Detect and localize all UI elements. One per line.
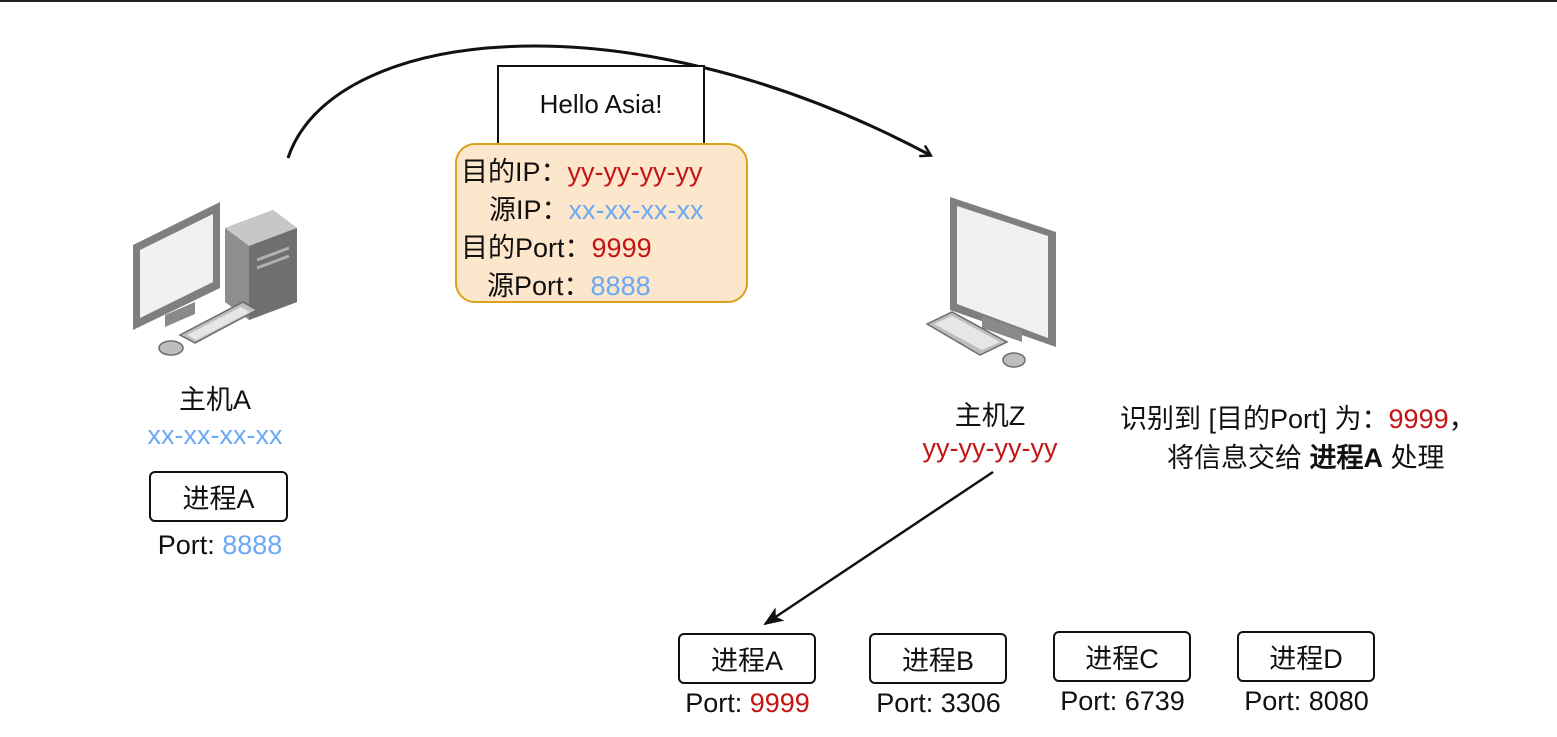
- process-a-name: 进程A: [710, 646, 783, 676]
- process-box-a: 进程A: [678, 633, 816, 684]
- process-box-b: 进程B: [869, 633, 1007, 684]
- src-port-label: 源Port：: [487, 271, 591, 301]
- process-b-port-label: Port:: [876, 688, 934, 718]
- process-d-port: Port: 8080: [1219, 686, 1394, 717]
- process-b-name: 进程B: [901, 646, 974, 676]
- process-d-name: 进程D: [1269, 644, 1343, 674]
- message-payload: Hello Asia!: [497, 65, 705, 150]
- src-port-row: 源Port：8888: [457, 267, 746, 305]
- host-a-ip: xx-xx-xx-xx: [147, 420, 283, 450]
- note-line1-prefix: 识别到 [目的Port] 为：: [1120, 404, 1389, 434]
- note-line1-value: 9999: [1388, 404, 1449, 434]
- host-z-ip: yy-yy-yy-yy: [922, 433, 1058, 463]
- host-a-port-value: 8888: [222, 530, 283, 560]
- process-a-port-label: Port:: [685, 688, 743, 718]
- dest-ip-value: yy-yy-yy-yy: [567, 157, 703, 187]
- process-c-port: Port: 6739: [1035, 686, 1210, 717]
- note-line2-prefix: 将信息交给: [1167, 443, 1310, 473]
- desktop-computer-with-tower-icon: [133, 202, 297, 356]
- packet-header-card: 目的IP：yy-yy-yy-yy 源IP：xx-xx-xx-xx 目的Port：…: [455, 143, 748, 303]
- process-c-name: 进程C: [1085, 644, 1159, 674]
- note-line-2: 将信息交给 进程A 处理: [1167, 436, 1445, 475]
- transmission-arrow: [286, 44, 930, 159]
- process-c-port-label: Port:: [1060, 686, 1118, 716]
- desktop-computer-icon: [925, 197, 1056, 368]
- dest-ip-label: 目的IP：: [461, 157, 568, 187]
- note-line2-suffix: 处理: [1383, 443, 1445, 473]
- process-c-port-value: 6739: [1124, 686, 1185, 716]
- note-line-1: 识别到 [目的Port] 为：9999，: [1120, 397, 1476, 436]
- dest-port-label: 目的Port：: [461, 233, 592, 263]
- process-a-port: Port: 9999: [660, 688, 835, 719]
- host-a-port: Port: 8888: [120, 530, 320, 561]
- host-z-name: 主机Z: [954, 401, 1026, 431]
- dest-ip-row: 目的IP：yy-yy-yy-yy: [457, 153, 746, 191]
- host-a-process-name: 进程A: [182, 484, 255, 514]
- process-b-port-value: 3306: [940, 688, 1001, 718]
- dest-port-row: 目的Port：9999: [457, 229, 746, 267]
- dest-port-value: 9999: [591, 233, 652, 263]
- dispatch-arrow: [763, 470, 994, 626]
- note-line2-bold: 进程A: [1309, 443, 1384, 473]
- process-d-port-label: Port:: [1244, 686, 1302, 716]
- process-d-port-value: 8080: [1308, 686, 1369, 716]
- src-ip-label: 源IP：: [489, 195, 569, 225]
- process-box-c: 进程C: [1053, 631, 1191, 682]
- src-port-value: 8888: [590, 271, 651, 301]
- process-b-port: Port: 3306: [851, 688, 1026, 719]
- note-line1-suffix: ，: [1448, 404, 1476, 434]
- message-text: Hello Asia!: [539, 89, 663, 119]
- src-ip-value: xx-xx-xx-xx: [568, 195, 704, 225]
- host-a-name: 主机A: [178, 385, 251, 415]
- host-a-process-box: 进程A: [149, 471, 288, 522]
- process-box-d: 进程D: [1237, 631, 1375, 682]
- host-a-port-label: Port:: [157, 530, 215, 560]
- src-ip-row: 源IP：xx-xx-xx-xx: [457, 191, 746, 229]
- top-border: [0, 0, 1557, 2]
- process-a-port-value: 9999: [749, 688, 810, 718]
